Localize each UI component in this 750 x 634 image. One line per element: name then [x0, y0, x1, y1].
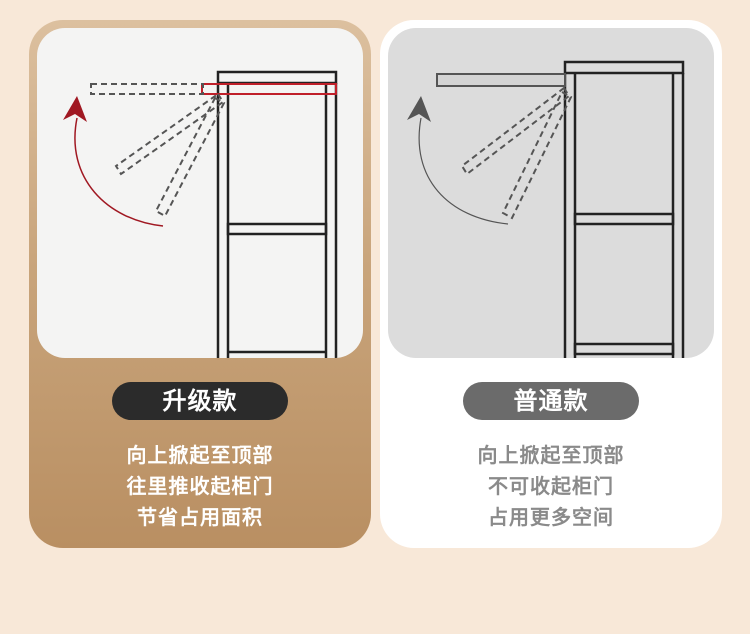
upgraded-model-card: 升级款 向上掀起至顶部 往里推收起柜门 节省占用面积 — [29, 20, 371, 548]
normal-desc-line-3: 占用更多空间 — [488, 505, 614, 529]
upgraded-desc-line-1: 向上掀起至顶部 — [126, 443, 274, 467]
door-pushed-in-highlight — [201, 83, 337, 95]
normal-desc-line-2: 不可收起柜门 — [488, 474, 614, 498]
dashed-door-positions — [460, 86, 573, 220]
cabinet-frame — [216, 70, 338, 358]
rotation-arrow-curve — [74, 117, 164, 227]
upgraded-description: 向上掀起至顶部 往里推收起柜门 节省占用面积 — [29, 440, 371, 533]
normal-description: 向上掀起至顶部 不可收起柜门 占用更多空间 — [380, 440, 722, 533]
upgraded-cabinet-diagram — [63, 70, 338, 358]
upgraded-desc-line-3: 节省占用面积 — [137, 505, 263, 529]
normal-model-card: 普通款 向上掀起至顶部 不可收起柜门 占用更多空间 — [380, 20, 722, 548]
cabinet-frame — [563, 60, 685, 358]
normal-desc-line-1: 向上掀起至顶部 — [477, 443, 625, 467]
normal-cabinet-diagram — [407, 60, 685, 358]
grey-arrowhead-icon — [407, 96, 431, 122]
red-arrowhead-icon — [63, 96, 87, 122]
upgraded-badge: 升级款 — [112, 382, 288, 420]
normal-badge: 普通款 — [463, 382, 639, 420]
dashed-door-positions — [90, 83, 226, 218]
upgraded-door-illustration — [37, 28, 363, 358]
door-open-position — [436, 73, 566, 87]
rotation-arrow-curve — [418, 117, 509, 225]
normal-door-illustration — [388, 28, 714, 358]
upgraded-desc-line-2: 往里推收起柜门 — [126, 474, 274, 498]
